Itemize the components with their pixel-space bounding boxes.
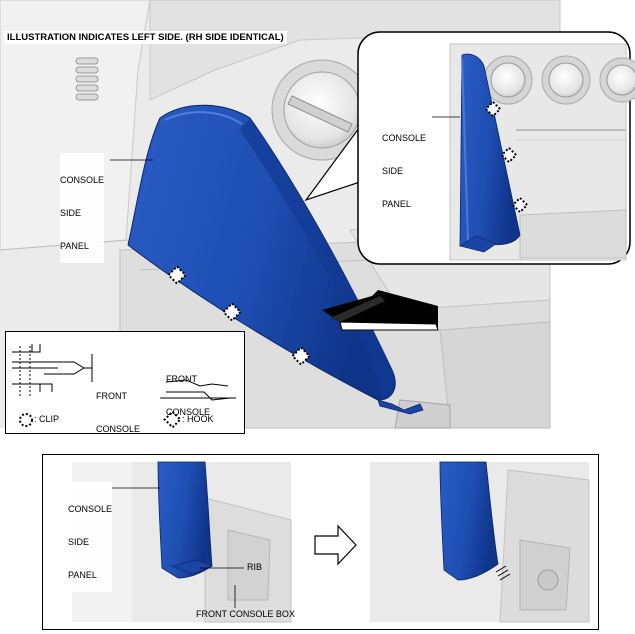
legend-front-console-label: FRONT CONSOLE bbox=[96, 369, 140, 446]
ac-knob-main bbox=[271, 59, 373, 161]
removal-direction-arrow bbox=[322, 290, 439, 331]
legend-front-console-2-line-1: FRONT bbox=[166, 374, 197, 384]
bottom-panel-label: CONSOLE SIDE PANEL bbox=[68, 482, 113, 592]
main-panel-label-line-2: SIDE bbox=[60, 208, 82, 218]
legend-clip-detail-drawing-overlay bbox=[12, 344, 236, 401]
hook-marker-main-2 bbox=[222, 302, 242, 322]
main-panel-label: CONSOLE SIDE PANEL bbox=[60, 153, 105, 263]
bottom-panel-label-line-2: SIDE bbox=[68, 537, 90, 547]
illustration-title: ILLUSTRATION INDICATES LEFT SIDE. (RH SI… bbox=[4, 31, 287, 44]
inset-panel-label: CONSOLE SIDE PANEL bbox=[382, 111, 427, 221]
rib-label: RIB bbox=[247, 562, 263, 572]
inset-panel-label-line-2: SIDE bbox=[382, 166, 404, 176]
legend-clip-label: : CLIP bbox=[34, 414, 60, 424]
front-console-box-label: FRONT CONSOLE BOX bbox=[196, 609, 295, 619]
legend-front-console-2-line-2: CONSOLE bbox=[166, 407, 211, 417]
inset-panel-label-line-1: CONSOLE bbox=[382, 133, 427, 143]
hook-marker-main-3 bbox=[291, 346, 311, 366]
console-side-panel-main bbox=[127, 104, 424, 415]
legend-front-console-line-2: CONSOLE bbox=[96, 424, 141, 434]
legend-box bbox=[5, 331, 245, 434]
bottom-panel-label-line-1: CONSOLE bbox=[68, 504, 113, 514]
hook-marker-main-1 bbox=[167, 265, 187, 285]
main-panel-label-line-1: CONSOLE bbox=[60, 175, 105, 185]
air-vent-slots bbox=[75, 57, 99, 101]
legend-front-console-2-label: FRONT CONSOLE bbox=[166, 352, 210, 429]
main-panel-label-line-3: PANEL bbox=[60, 241, 89, 251]
inset-panel-label-line-3: PANEL bbox=[382, 199, 411, 209]
legend-front-console-line-1: FRONT bbox=[96, 391, 127, 401]
bottom-panel-label-line-3: PANEL bbox=[68, 570, 97, 580]
legend-hook-label: : HOOK bbox=[182, 414, 214, 424]
